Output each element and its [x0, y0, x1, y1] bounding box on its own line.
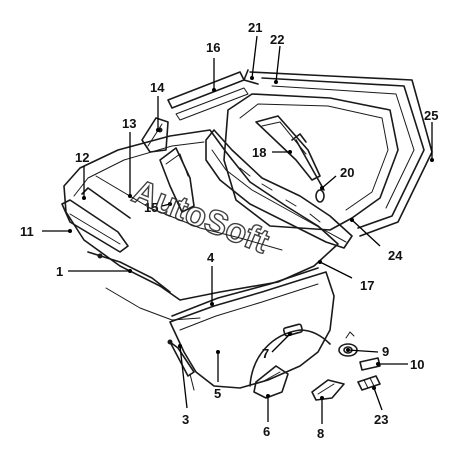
callout-labels: 16 21 22 25 14 13 12 11 1 15 18 20 24 17…: [20, 20, 438, 441]
callout-23: 22: [270, 32, 284, 47]
leader-dots: [68, 76, 434, 400]
callout-15: 14: [150, 80, 165, 95]
hood-release-cable: [87, 251, 201, 321]
callout-20: 18: [252, 145, 266, 160]
callout-16: 15: [144, 200, 158, 215]
callout-17: 16: [206, 40, 220, 55]
bolt: [357, 375, 381, 391]
retaining-clip: [359, 357, 381, 371]
callout-7: 7: [262, 346, 269, 361]
windshield-frame: [243, 69, 433, 237]
callout-4: 4: [207, 250, 215, 265]
callout-18: 17: [360, 278, 374, 293]
callout-12: 11: [20, 224, 34, 239]
callout-1: 1: [56, 264, 63, 279]
callout-8: 8: [317, 426, 324, 441]
fender-seal-strip: [171, 267, 319, 317]
watermark-text: AutoSoft: [127, 172, 274, 261]
front-fender: [169, 271, 335, 389]
callout-21: 20: [340, 165, 354, 180]
callout-11: 23: [374, 412, 388, 427]
callout-5: 5: [214, 386, 221, 401]
windshield-glass: [223, 93, 399, 231]
callout-9: 9: [382, 344, 389, 359]
callout-24: 24: [388, 248, 403, 263]
side-marker-lamp: [282, 323, 304, 337]
wiper-assembly: [255, 115, 325, 203]
hood-hinge: [159, 147, 195, 213]
callout-6: 6: [263, 424, 270, 439]
hood-insulation: [61, 187, 131, 253]
callout-14: 13: [122, 116, 136, 131]
splash-shield: [253, 365, 289, 399]
callout-25: 25: [424, 108, 438, 123]
callout-3: 3: [182, 412, 189, 427]
grommet: [338, 331, 358, 357]
callout-22: 21: [248, 20, 262, 35]
leader-lines: [42, 35, 433, 424]
callout-10: 10: [410, 357, 424, 372]
mounting-bracket: [311, 379, 345, 401]
hood-latch-bracket: [141, 117, 169, 153]
callout-13: 12: [75, 150, 89, 165]
seal-strip: [167, 71, 249, 121]
hood-panel: [63, 129, 339, 301]
